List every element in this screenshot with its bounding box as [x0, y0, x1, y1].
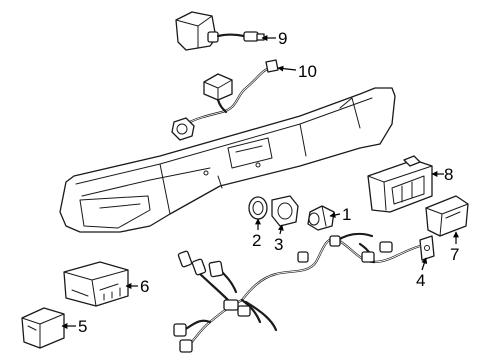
part-7-module: [425, 195, 469, 237]
callout-labels: 9 10 8 1 2 3 7 4 6 5: [78, 29, 459, 336]
part-6-cover: [63, 261, 129, 307]
callout-5: 5: [78, 317, 87, 336]
part-1-sensor: [307, 205, 335, 231]
callout-1: 1: [342, 205, 351, 224]
part-3-bezel: [271, 195, 299, 227]
main-harness: [173, 232, 422, 353]
callout-10: 10: [298, 62, 317, 81]
callout-2: 2: [252, 231, 261, 250]
part-4-bracket: [419, 235, 435, 261]
part-8-module: [367, 155, 433, 213]
callout-6: 6: [140, 277, 149, 296]
part-10-harness: [171, 59, 279, 141]
callout-8: 8: [444, 165, 453, 184]
rear-bumper: [59, 87, 396, 233]
leader-lines: [61, 35, 459, 329]
callout-3: 3: [274, 235, 283, 254]
part-5-module: [21, 307, 65, 349]
part-9-module: [175, 11, 265, 51]
callout-9: 9: [278, 29, 287, 48]
callout-7: 7: [450, 245, 459, 264]
callout-4: 4: [416, 271, 425, 290]
part-2-grommet: [248, 196, 268, 220]
